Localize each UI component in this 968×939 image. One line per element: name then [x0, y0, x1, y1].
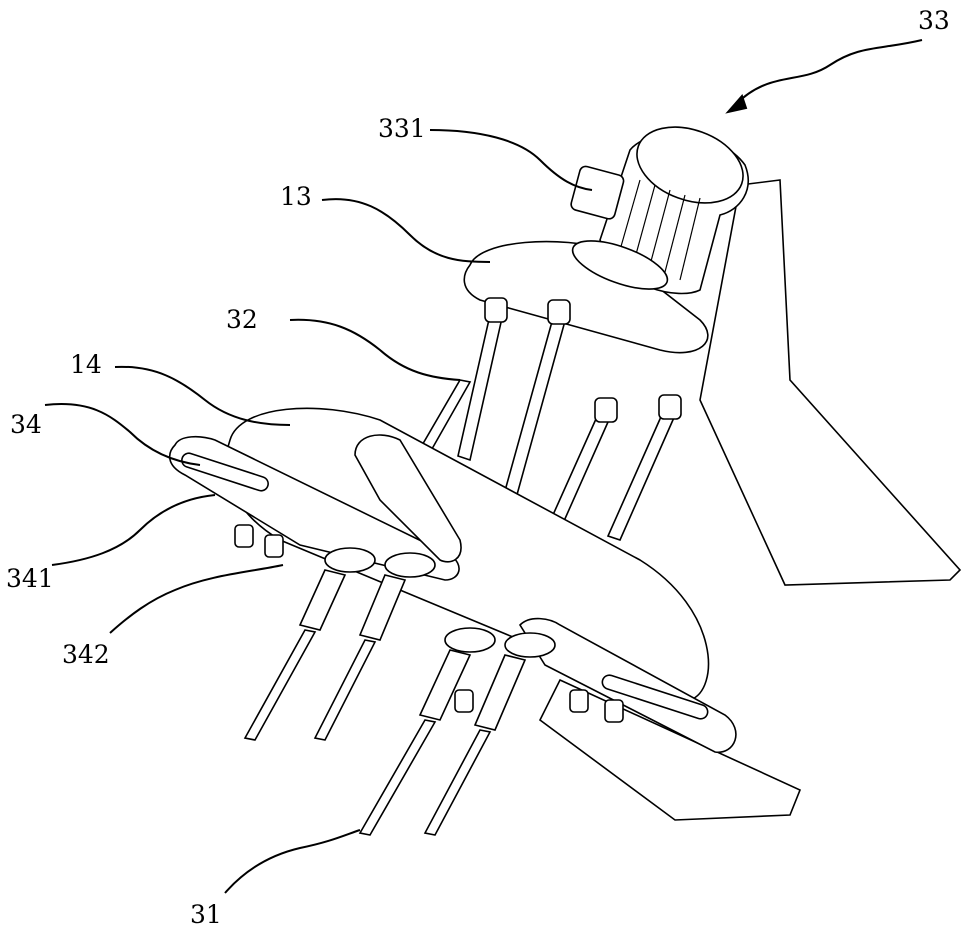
label-33: 33 — [918, 8, 950, 33]
label-32: 32 — [226, 307, 258, 332]
leader-31 — [225, 830, 360, 893]
leader-32 — [290, 320, 460, 380]
leader-331 — [430, 130, 592, 190]
label-34: 34 — [10, 412, 42, 437]
label-341: 341 — [6, 566, 54, 591]
label-14: 14 — [70, 352, 102, 377]
label-13: 13 — [280, 184, 312, 209]
leader-13 — [322, 199, 490, 262]
leader-341 — [52, 495, 215, 565]
label-331: 331 — [378, 116, 426, 141]
label-342: 342 — [62, 642, 110, 667]
leader-33 — [735, 40, 922, 105]
label-31: 31 — [190, 902, 222, 927]
leader-342 — [110, 565, 283, 633]
arrowhead-33 — [728, 96, 746, 112]
